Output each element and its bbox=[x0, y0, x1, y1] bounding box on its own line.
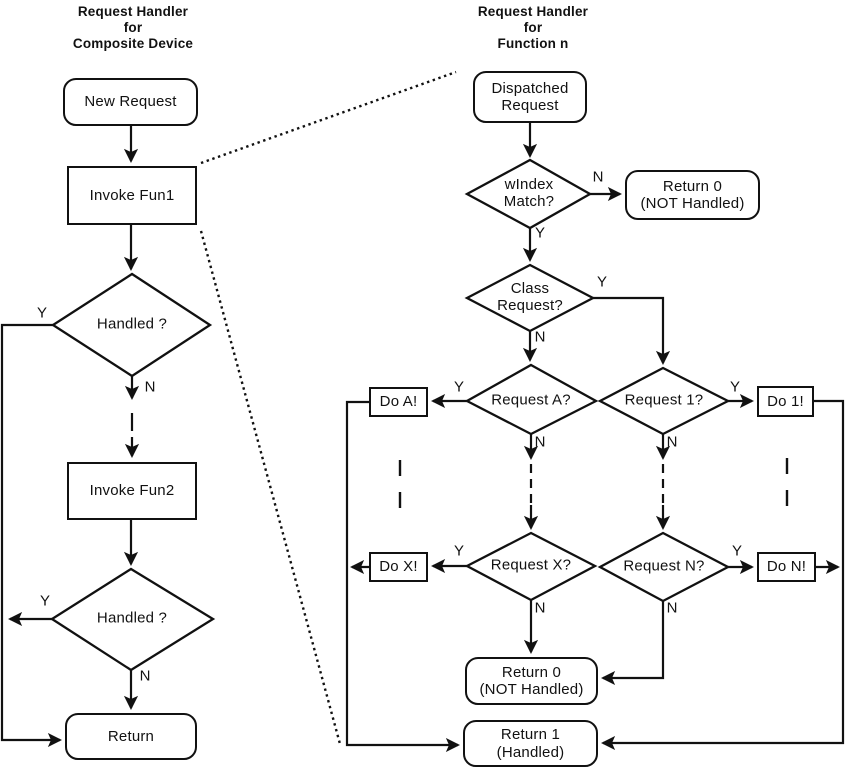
node-return-0-top: Return 0 (NOT Handled) bbox=[625, 170, 760, 220]
node-do-n-label: Do N! bbox=[766, 558, 807, 576]
node-do-a: Do A! bbox=[369, 387, 428, 417]
node-invoke-fun1: Invoke Fun1 bbox=[67, 166, 197, 225]
label-request1-yes: Y bbox=[729, 378, 741, 396]
node-request-n-diamond bbox=[597, 531, 731, 603]
dotted-link-top bbox=[200, 70, 457, 165]
node-new-request-label: New Request bbox=[84, 93, 177, 111]
label-handled2-no: N bbox=[139, 667, 151, 685]
label-requestx-no: N bbox=[534, 599, 546, 617]
label-class-yes: Y bbox=[596, 273, 608, 291]
left-title-line3: Composite Device bbox=[72, 36, 194, 51]
node-class-request-diamond bbox=[464, 263, 596, 333]
left-chart-title: Request Handler for Composite Device bbox=[38, 4, 228, 52]
node-request-a-label: Request A? bbox=[491, 391, 571, 409]
label-class-no: N bbox=[534, 328, 546, 346]
node-request-x-diamond bbox=[464, 531, 598, 602]
edge-handled1-yes-return bbox=[0, 323, 62, 748]
node-handled-1-diamond bbox=[50, 272, 213, 378]
label-handled1-yes: Y bbox=[36, 304, 48, 322]
right-title-line3: Function n bbox=[497, 36, 569, 51]
node-request-x-label: Request X? bbox=[490, 556, 572, 574]
return0-top-line1: Return 0 bbox=[662, 177, 723, 195]
dispatched-line2: Request bbox=[501, 97, 559, 114]
dispatched-line1: Dispatched bbox=[491, 79, 569, 97]
return0-top-line2: (NOT Handled) bbox=[640, 195, 745, 212]
right-chart-edges bbox=[345, 123, 845, 753]
edge-do1-return1 bbox=[601, 399, 845, 751]
node-invoke-fun1-label: Invoke Fun1 bbox=[89, 186, 175, 204]
node-request-1-label: Request 1? bbox=[624, 391, 704, 409]
left-title-line2: for bbox=[123, 20, 143, 35]
node-request-1-diamond bbox=[597, 366, 731, 436]
node-handled-1-label: Handled ? bbox=[96, 315, 168, 333]
node-return: Return bbox=[65, 713, 197, 760]
node-return-0-bottom-label: Return 0 (NOT Handled) bbox=[479, 664, 583, 699]
node-handled-2-diamond bbox=[49, 567, 216, 672]
node-handled-2-label: Handled ? bbox=[96, 609, 168, 627]
label-requestx-yes: Y bbox=[453, 542, 465, 560]
label-requestn-no: N bbox=[666, 599, 678, 617]
node-invoke-fun2: Invoke Fun2 bbox=[67, 462, 197, 520]
node-do-a-label: Do A! bbox=[379, 393, 418, 411]
node-do-x: Do X! bbox=[369, 552, 428, 582]
label-requestn-yes: Y bbox=[731, 542, 743, 560]
dotted-link-bottom bbox=[199, 230, 342, 745]
class-line2: Request? bbox=[497, 297, 563, 314]
left-chart-edges bbox=[0, 126, 140, 748]
node-class-request-label: Class Request? bbox=[497, 280, 563, 315]
return0-bottom-line2: (NOT Handled) bbox=[479, 681, 584, 698]
node-do-1-label: Do 1! bbox=[767, 392, 804, 410]
node-request-a-diamond bbox=[464, 363, 599, 436]
return0-bottom-line1: Return 0 bbox=[501, 663, 562, 681]
node-return-0-bottom: Return 0 (NOT Handled) bbox=[465, 657, 598, 705]
right-chart-title: Request Handler for Function n bbox=[443, 4, 623, 52]
node-do-x-label: Do X! bbox=[379, 558, 418, 576]
node-invoke-fun2-label: Invoke Fun2 bbox=[89, 482, 175, 500]
node-dispatched-request: Dispatched Request bbox=[473, 71, 587, 123]
node-return-1-label: Return 1 (Handled) bbox=[497, 726, 565, 761]
decision-diamonds bbox=[49, 158, 731, 672]
node-do-1: Do 1! bbox=[757, 386, 814, 417]
edge-class-yes-request1 bbox=[593, 296, 671, 365]
windex-line1: wIndex bbox=[504, 176, 554, 194]
node-do-n: Do N! bbox=[757, 552, 816, 582]
node-return-label: Return bbox=[107, 727, 155, 745]
edge-requestn-no-return0 bbox=[601, 601, 665, 686]
windex-line2: Match? bbox=[503, 193, 555, 210]
node-return-0-top-label: Return 0 (NOT Handled) bbox=[640, 178, 744, 213]
right-title-line1: Request Handler bbox=[477, 4, 589, 19]
node-windex-match-diamond bbox=[464, 158, 593, 230]
return1-line2: (Handled) bbox=[496, 743, 565, 761]
node-windex-match-label: wIndex Match? bbox=[503, 176, 555, 211]
label-requesta-yes: Y bbox=[453, 378, 465, 396]
left-title-line1: Request Handler bbox=[77, 4, 189, 19]
label-requesta-no: N bbox=[534, 433, 546, 451]
node-return-1: Return 1 (Handled) bbox=[463, 720, 598, 767]
edge-doa-return1 bbox=[345, 400, 460, 753]
label-request1-no: N bbox=[666, 433, 678, 451]
node-request-n-label: Request N? bbox=[623, 557, 705, 575]
label-handled2-yes: Y bbox=[39, 592, 51, 610]
return1-line1: Return 1 bbox=[500, 726, 561, 744]
label-handled1-no: N bbox=[144, 378, 156, 396]
right-title-line2: for bbox=[523, 20, 543, 35]
class-line1: Class bbox=[510, 280, 550, 298]
label-windex-yes: Y bbox=[534, 224, 546, 242]
node-new-request: New Request bbox=[63, 78, 198, 126]
node-dispatched-request-label: Dispatched Request bbox=[491, 80, 568, 115]
label-windex-no: N bbox=[592, 168, 604, 186]
